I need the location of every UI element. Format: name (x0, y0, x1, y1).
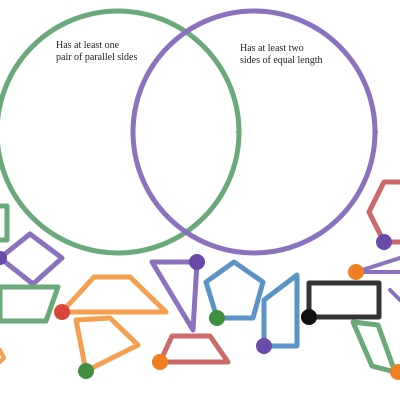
shape-blue-kite[interactable] (256, 272, 300, 354)
shape-blue-pentagon[interactable] (203, 259, 266, 326)
shape-purple-triangle[interactable] (149, 254, 205, 333)
shape-red-hexagon-partial[interactable] (366, 179, 400, 250)
shape-purple-triangle-right[interactable] (348, 256, 400, 280)
shape-handle[interactable] (256, 338, 272, 354)
shape-handle[interactable] (209, 310, 225, 326)
shape-orange-partial[interactable] (0, 348, 6, 364)
venn-label-equal-sides: Has at least two sides of equal length (240, 43, 323, 66)
shape-orange-quadrilateral[interactable] (73, 315, 141, 379)
shape-purple-rhombus[interactable] (0, 231, 65, 287)
shape-orange-trapezoid[interactable] (54, 274, 169, 320)
venn-label-parallel-sides: Has at least one pair of parallel sides (56, 40, 138, 63)
shape-handle[interactable] (376, 234, 392, 250)
right-circle-edge-tick (236, 130, 240, 134)
shape-handle[interactable] (152, 354, 168, 370)
shape-green-square-partial[interactable] (0, 203, 10, 243)
shape-handle[interactable] (54, 304, 70, 320)
shape-handle[interactable] (390, 364, 400, 380)
shape-purple-segment-partial[interactable] (388, 288, 400, 302)
shape-red-trapezoid[interactable] (152, 333, 231, 370)
shape-handle[interactable] (189, 254, 205, 270)
shape-green-quadrilateral-right[interactable] (350, 319, 400, 380)
right-circle-outer-tick (374, 130, 378, 134)
shape-handle[interactable] (348, 264, 364, 280)
shape-handle[interactable] (78, 363, 94, 379)
shape-green-parallelogram[interactable] (0, 284, 61, 324)
shape-black-rectangle[interactable] (301, 280, 382, 325)
shape-handle[interactable] (0, 251, 7, 265)
left-circle-edge-tick (131, 130, 135, 134)
shape-handle[interactable] (301, 309, 317, 325)
